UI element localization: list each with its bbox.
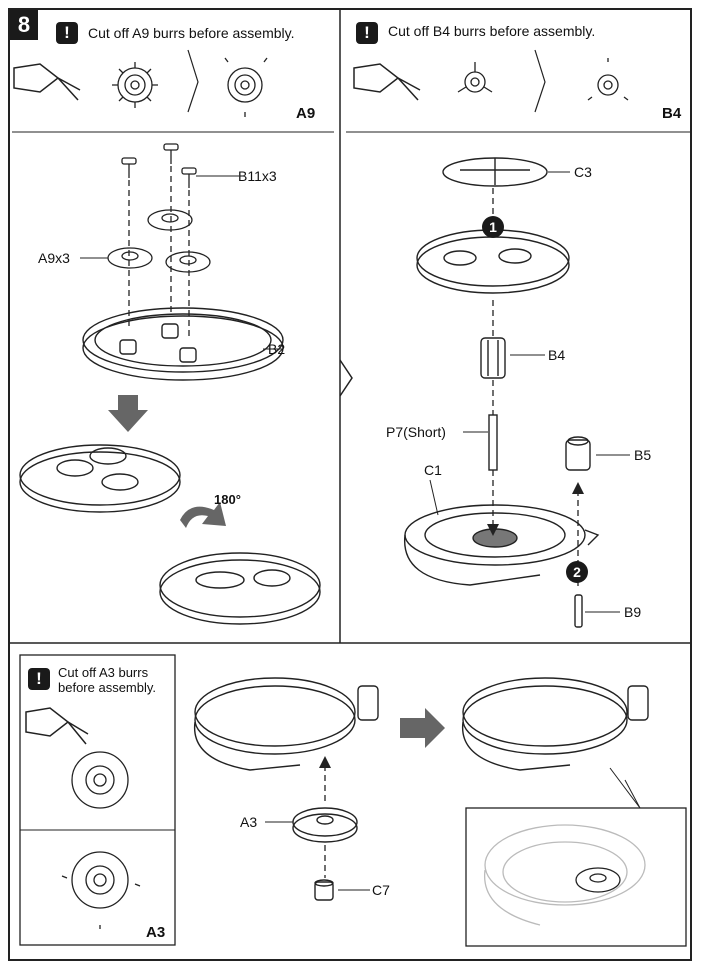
c7-collar — [314, 879, 334, 901]
p7-shaft — [488, 414, 498, 471]
warning-icon-a9: ! — [56, 22, 78, 44]
label-b5: B5 — [634, 447, 652, 463]
b4-pinion — [480, 337, 506, 379]
label-b9: B9 — [624, 604, 642, 620]
b11-pins — [121, 143, 197, 188]
a3-burr-note-line2: before assembly. — [58, 680, 157, 695]
label-c1: C1 — [424, 462, 442, 478]
label-b4: B4 — [548, 347, 566, 363]
label-b2: B2 — [268, 341, 286, 357]
b5-arrow — [572, 482, 584, 494]
label-a9x3: A9x3 — [38, 250, 70, 266]
order-badge-2: 2 — [566, 561, 588, 583]
label-c3: C3 — [574, 164, 592, 180]
order-badge-1: 1 — [482, 216, 504, 238]
a9-part-id: A9 — [296, 105, 316, 122]
a3-burr-note-line1: Cut off A3 burrs — [58, 665, 149, 680]
a9-gears — [107, 209, 211, 273]
label-a3: A3 — [240, 814, 258, 830]
label-p7: P7(Short) — [386, 424, 446, 440]
c3-cover — [442, 157, 548, 187]
a3-gear-with-burrs — [71, 751, 129, 809]
nipper-icon-b4 — [353, 63, 421, 101]
a3-gear-clean — [61, 851, 141, 929]
b2-gear — [82, 307, 284, 381]
b4-part-with-burrs — [457, 62, 493, 93]
warning-icon-a3: ! — [28, 668, 50, 690]
dashed-guides-a9 — [128, 166, 190, 340]
b4-part-clean — [587, 58, 629, 101]
a3-part-id: A3 — [146, 924, 166, 941]
right-arrow — [400, 708, 445, 748]
b4-burr-note: Cut off B4 burrs before assembly. — [388, 23, 596, 39]
warning-icon-b4: ! — [356, 22, 378, 44]
b4-part-id: B4 — [662, 105, 682, 122]
gear-assembly-b4 — [416, 229, 570, 294]
a9-burr-note: Cut off A9 burrs before assembly. — [88, 25, 295, 41]
rotate-arrow — [180, 502, 226, 528]
nipper-icon-a9 — [13, 63, 81, 101]
b9-pin — [574, 594, 583, 628]
down-arrow — [108, 395, 148, 432]
nipper-icon-a3 — [25, 707, 89, 745]
c1-base — [404, 504, 600, 586]
instruction-frame — [8, 8, 692, 961]
label-b11: B11x3 — [238, 168, 277, 184]
detail-inset — [465, 807, 687, 947]
detail-inset-drawing — [484, 824, 646, 926]
a3-burr-box — [19, 654, 176, 946]
bottom-assembly-left — [193, 677, 379, 771]
label-c7: C7 — [372, 882, 390, 898]
b5-part — [565, 436, 591, 471]
bottom-assembly-right — [461, 677, 649, 771]
a3-gear-part — [292, 807, 358, 843]
step-number: 8 — [10, 10, 38, 40]
assembled-gear-stack — [19, 444, 181, 513]
rotation-label: 180° — [214, 492, 241, 507]
flipped-gear — [159, 552, 321, 625]
a9-gear-clean — [224, 57, 268, 117]
a9-gear-with-burrs — [112, 62, 158, 108]
flow-chevron — [339, 359, 353, 397]
shaft-arrow — [487, 524, 499, 536]
